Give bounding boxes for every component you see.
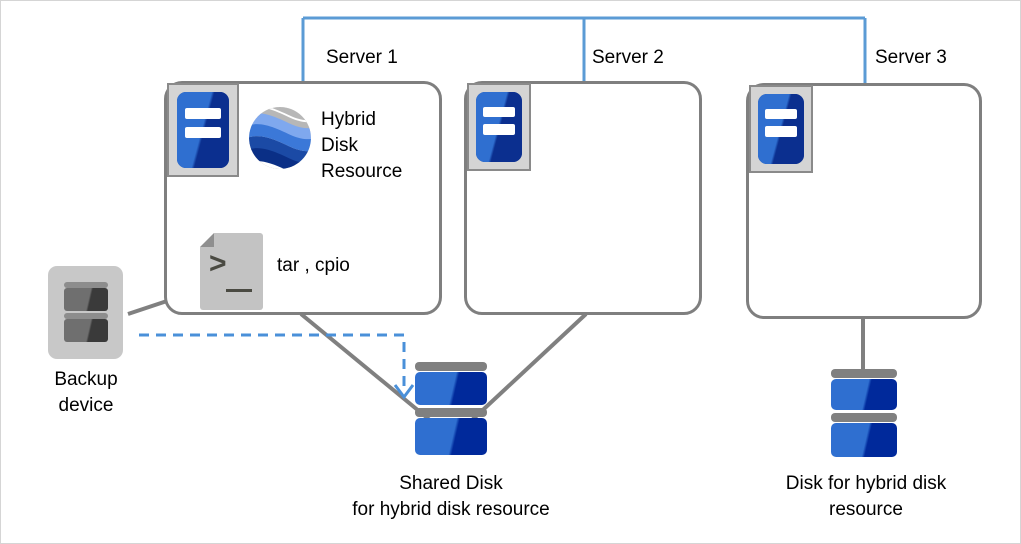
server3-disk-icon bbox=[831, 369, 897, 459]
arrow-head-icon bbox=[393, 384, 415, 400]
script-label: tar , cpio bbox=[277, 255, 350, 276]
shared-disk-label: Shared Disk for hybrid disk resource bbox=[352, 473, 550, 520]
server-icon-3 bbox=[749, 85, 813, 173]
globe-bands bbox=[249, 107, 311, 169]
backup-flow-arrow bbox=[139, 333, 406, 387]
server-box-2[interactable] bbox=[464, 81, 702, 315]
hybrid-disk-resource-label: Hybrid Disk Resource bbox=[321, 109, 403, 182]
server-label-2: Server 2 bbox=[592, 47, 664, 68]
backup-device-label: Backup device bbox=[54, 369, 118, 416]
hybrid-disk-globe-icon bbox=[249, 107, 311, 169]
server-icon-2 bbox=[467, 83, 531, 171]
server-label-3: Server 3 bbox=[875, 47, 947, 68]
server3-disk-label: Disk for hybrid disk resource bbox=[785, 473, 947, 520]
backup-device-icon bbox=[48, 266, 123, 359]
server-icon-1 bbox=[167, 83, 239, 177]
script-terminal-icon: > bbox=[200, 233, 263, 310]
shared-disk-icon bbox=[415, 362, 487, 457]
server-label-1: Server 1 bbox=[326, 47, 398, 68]
